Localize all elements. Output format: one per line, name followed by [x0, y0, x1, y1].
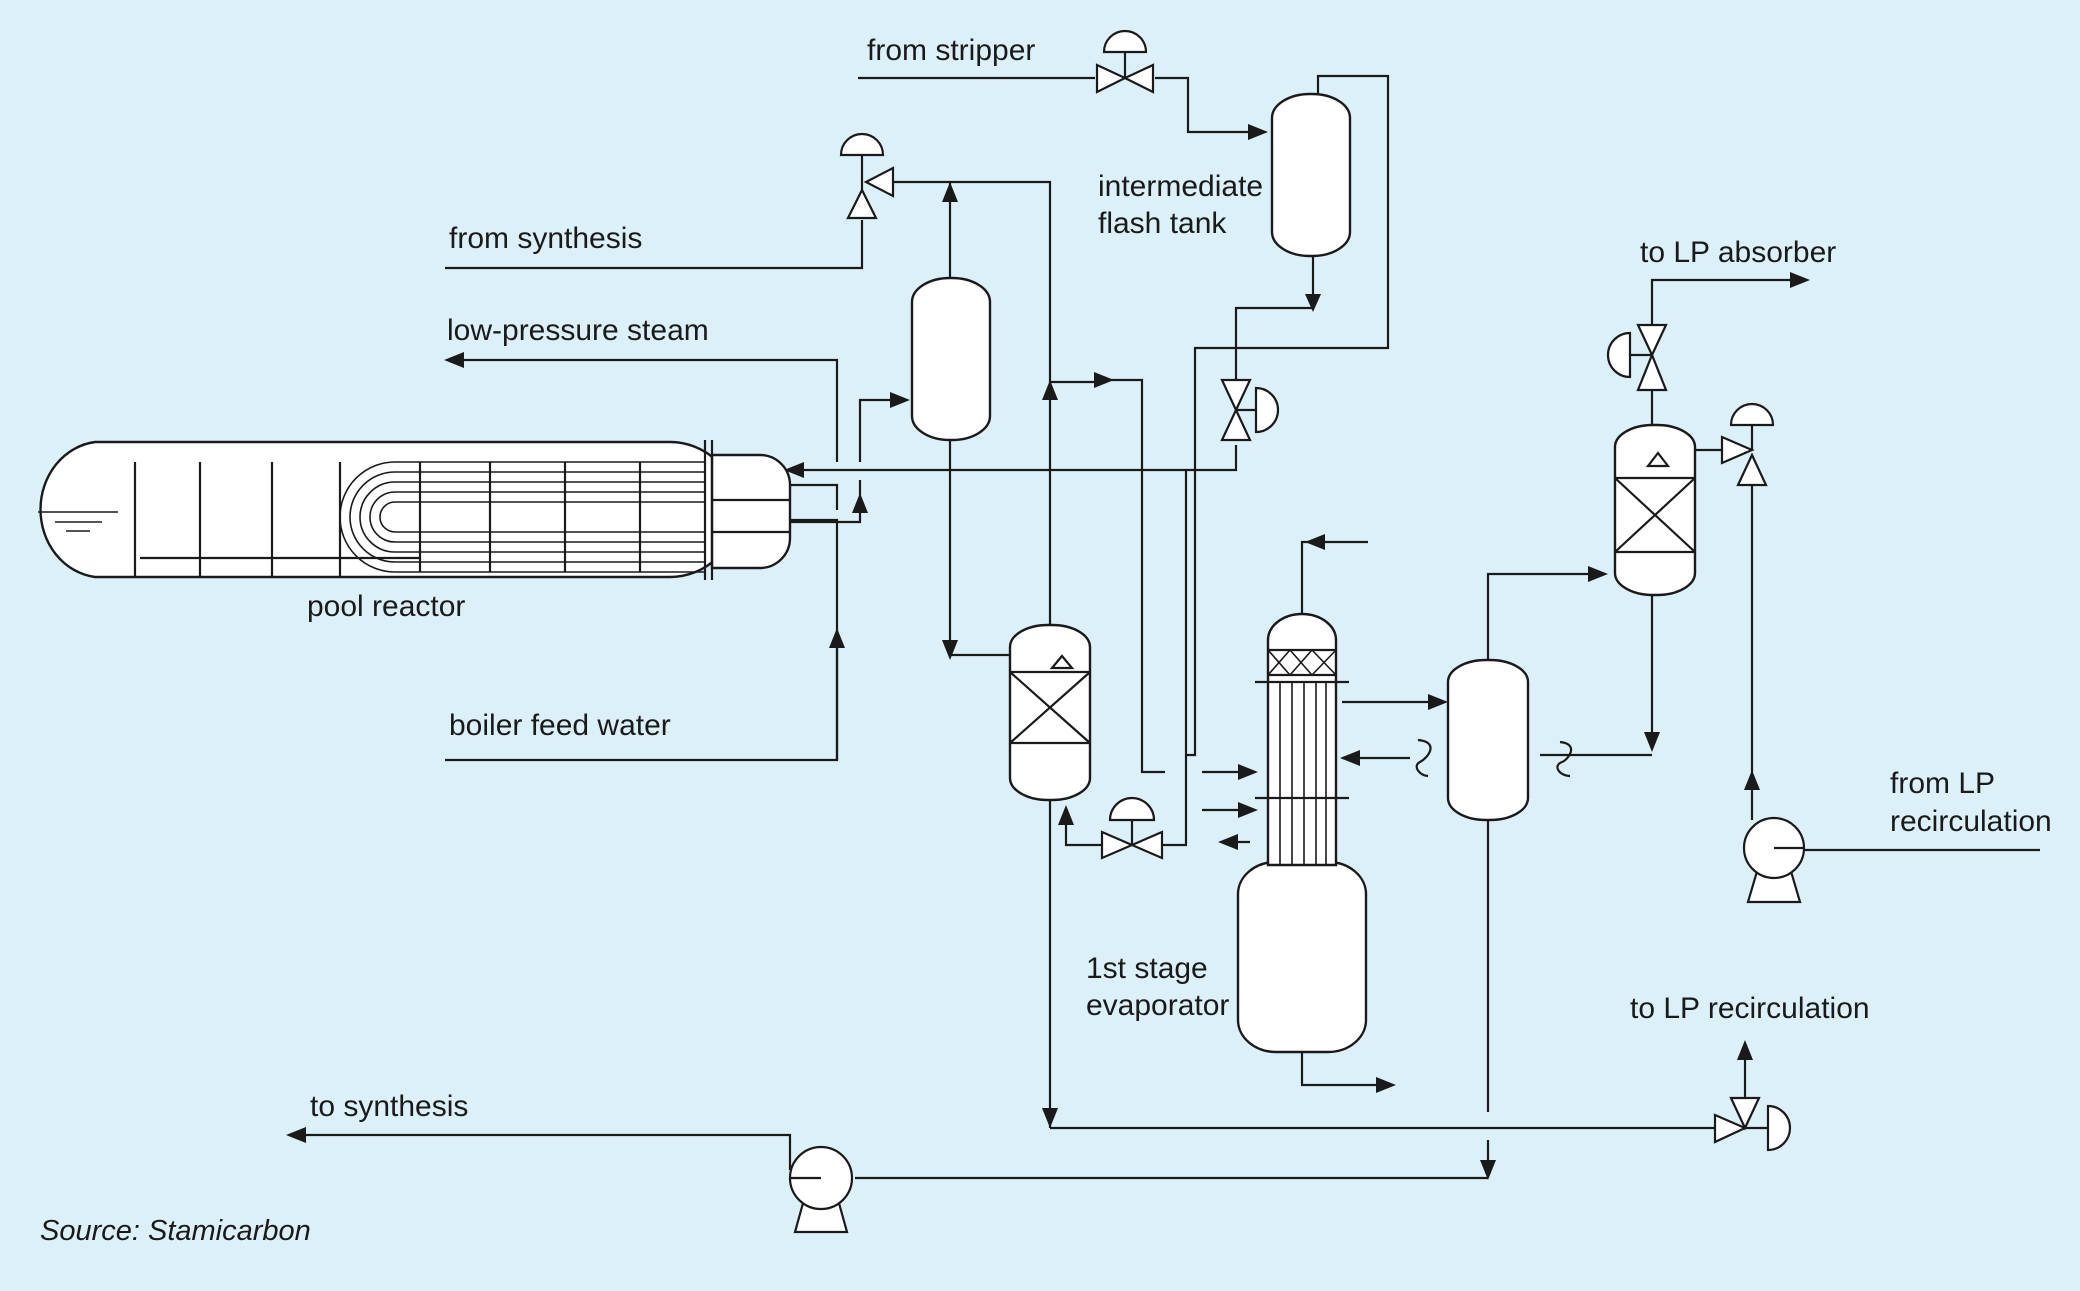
label-from-synthesis: from synthesis: [449, 222, 642, 255]
pump-to-synthesis: [788, 1145, 854, 1234]
diagram-labels: from stripper intermediate flash tank fr…: [40, 34, 2052, 1247]
process-lines: [295, 74, 2040, 1180]
first-stage-evaporator: [1236, 612, 1368, 1054]
label-from-stripper: from stripper: [867, 34, 1035, 67]
control-valve-rectifier-bottom: [1100, 796, 1164, 860]
pool-reactor: [38, 440, 792, 580]
label-to-lp-absorber: to LP absorber: [1640, 236, 1836, 269]
label-first-stage-evaporator-line1: 1st stage: [1086, 952, 1208, 985]
label-from-lp-recirculation-line1: from LP: [1890, 767, 1995, 800]
control-valve-flash-bottom: [1220, 378, 1280, 442]
label-pool-reactor: pool reactor: [307, 590, 465, 623]
label-to-synthesis: to synthesis: [310, 1090, 468, 1123]
control-valve-synthesis: [839, 132, 895, 220]
vertical-vessel: [910, 276, 992, 442]
label-to-lp-recirculation: to LP recirculation: [1630, 992, 1870, 1025]
vent-symbols: [1415, 738, 1573, 778]
control-valve-scrubber-spray: [1720, 402, 1775, 487]
control-valve-stripper: [1095, 29, 1155, 94]
intermediate-flash-tank: [1270, 92, 1352, 258]
label-intermediate-flash-tank-line2: flash tank: [1098, 207, 1227, 240]
control-valve-lp-absorber: [1606, 323, 1668, 392]
label-from-lp-recirculation-line2: recirculation: [1890, 805, 2052, 838]
label-intermediate-flash-tank-line1: intermediate: [1098, 170, 1263, 203]
label-boiler-feed-water: boiler feed water: [449, 709, 671, 742]
pump-lp-recirculation: [1742, 816, 1806, 904]
flow-arrows: [286, 124, 1810, 1180]
label-low-pressure-steam: low-pressure steam: [447, 314, 709, 347]
control-valve-lp-recirculation: [1713, 1096, 1792, 1152]
source-caption: Source: Stamicarbon: [40, 1215, 311, 1247]
rectifier-column: [1008, 623, 1092, 802]
lp-absorber-scrubber: [1613, 423, 1697, 597]
label-first-stage-evaporator-line2: evaporator: [1086, 989, 1229, 1022]
separator-vessel: [1446, 658, 1530, 822]
